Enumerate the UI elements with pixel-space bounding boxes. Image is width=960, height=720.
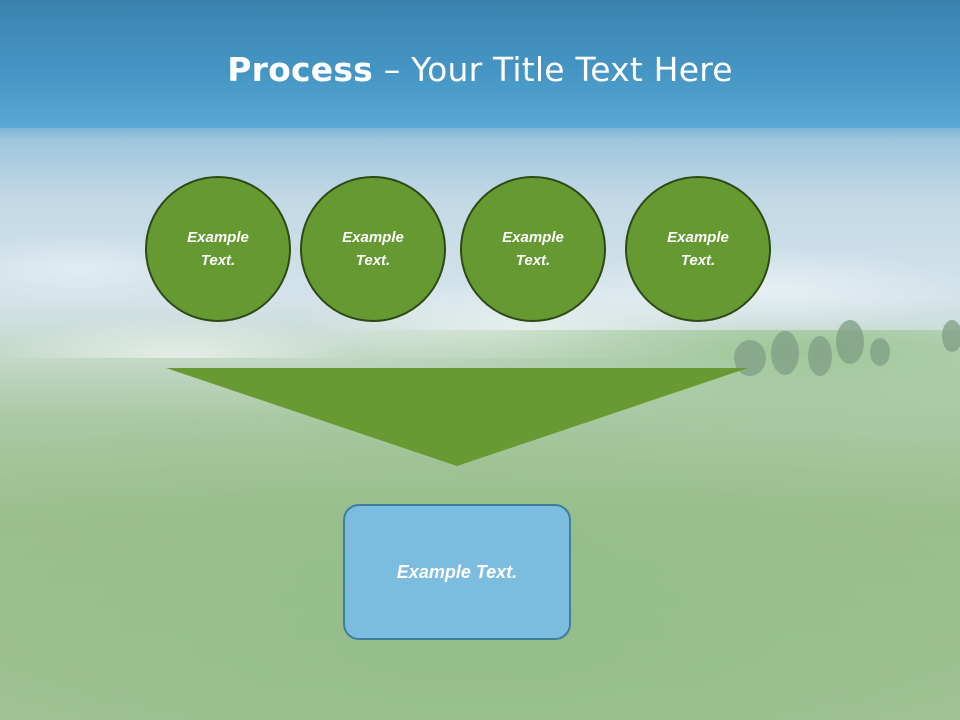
step-circle-2[interactable]: Example Text. [300,176,446,322]
step-circle-4[interactable]: Example Text. [625,176,771,322]
result-box[interactable]: Example Text. [343,504,571,640]
title-band [0,0,960,128]
title-bold-part: Process [227,50,374,89]
tree-line [734,320,960,376]
step-circle-1[interactable]: Example Text. [145,176,291,322]
funnel-arrow [166,368,748,466]
result-label: Example Text. [396,561,518,582]
step-circle-label: Example Text. [187,229,249,269]
title-rest-part: – Your Title Text Here [373,50,733,89]
step-circle-label: Example Text. [342,229,404,269]
step-circle-label: Example Text. [502,229,564,269]
step-circle-label: Example Text. [667,229,729,269]
step-circle-3[interactable]: Example Text. [460,176,606,322]
slide-title: Process – Your Title Text Here [0,50,960,89]
